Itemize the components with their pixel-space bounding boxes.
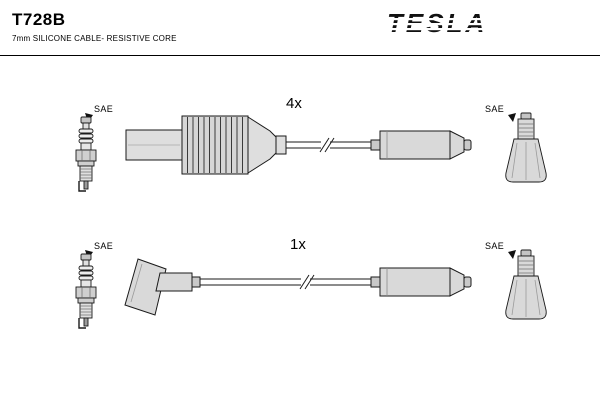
brand-logo: TESLA — [386, 10, 504, 38]
spark-plug-icon — [75, 116, 97, 192]
spark-plug-icon — [75, 253, 97, 329]
boot-rib-lines — [187, 117, 243, 173]
sae-label: SAE — [485, 104, 505, 114]
boot-neck-ribs — [518, 260, 534, 274]
boot-shading-lines — [511, 279, 541, 317]
distributor-connector — [370, 130, 472, 160]
boot-neck-ribs — [518, 123, 534, 137]
cable-break-gap — [321, 139, 330, 151]
pointer-arrow-icon — [508, 250, 516, 259]
boot-shading-lines — [511, 142, 541, 180]
header-divider — [0, 55, 600, 56]
quantity-label: 4x — [286, 95, 302, 112]
cable-break-gap — [301, 276, 310, 288]
plug-detail-lines — [80, 287, 92, 316]
pointer-arrow-icon — [508, 113, 516, 122]
plug-detail-lines — [80, 150, 92, 179]
plug-boot-icon — [505, 112, 547, 183]
subtitle: 7mm SILICONE CABLE- RESISTIVE CORE — [12, 34, 177, 43]
logo-stripes-decoration — [386, 18, 504, 31]
part-number: T728B — [12, 10, 66, 29]
ignition-cable-straight — [125, 115, 472, 175]
distributor-connector — [370, 267, 472, 297]
ignition-cable-angled — [124, 258, 472, 316]
sae-label: SAE — [94, 104, 114, 114]
quantity-label: 1x — [290, 236, 306, 253]
plug-boot-icon — [505, 249, 547, 320]
angled-boot-barrel — [124, 258, 167, 316]
sae-label: SAE — [94, 241, 114, 251]
sae-label: SAE — [485, 241, 505, 251]
